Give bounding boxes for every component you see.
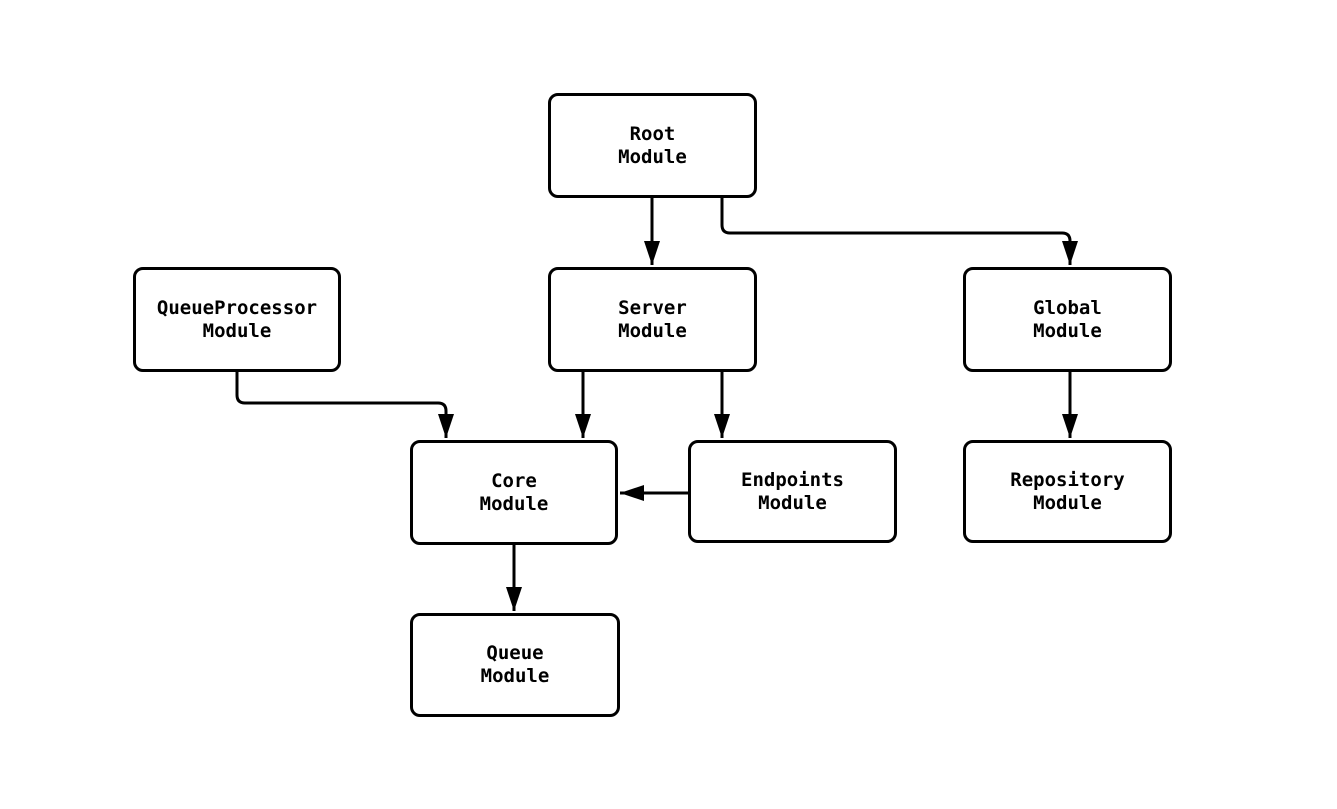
node-label-line: Module	[618, 145, 687, 168]
node-label-line: Module	[479, 492, 549, 515]
node-label-line: Queue	[486, 642, 544, 664]
node-label-line: Global	[1033, 296, 1102, 319]
node-label-line: Endpoints	[741, 468, 844, 491]
edge-queueprocessor-to-core	[235, 372, 454, 438]
node-label-line: Repository	[1010, 468, 1125, 491]
node-label-line: Root	[629, 122, 676, 145]
node-label-line: Module	[618, 319, 687, 342]
node-label-line: Module	[758, 491, 827, 514]
node-label-line: Module	[1033, 491, 1102, 514]
node-label-line: Module	[480, 665, 550, 687]
node-label-line: QueueProcessor	[156, 296, 318, 319]
node-label-line: Module	[1033, 319, 1102, 342]
node-label-line: Server	[618, 296, 687, 319]
node-label-line: Module	[202, 319, 272, 342]
node-label-line: Core	[491, 469, 537, 492]
edge-root-to-global	[720, 198, 1078, 265]
